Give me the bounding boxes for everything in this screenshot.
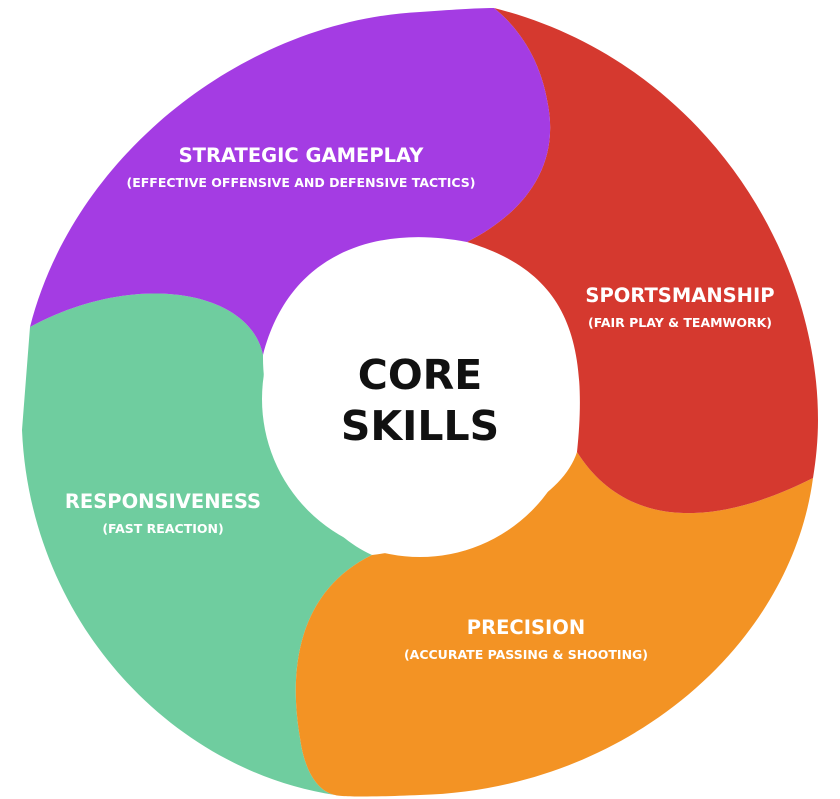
- responsiveness-title: RESPONSIVENESS: [65, 490, 261, 513]
- sportsmanship-title: SPORTSMANSHIP: [585, 284, 774, 307]
- precision-title: PRECISION: [467, 616, 585, 639]
- segment-responsiveness: [22, 293, 372, 795]
- core-label-line2: SKILLS: [341, 402, 499, 450]
- precision-subtitle: (ACCURATE PASSING & SHOOTING): [404, 647, 648, 662]
- responsiveness-subtitle: (FAST REACTION): [102, 521, 223, 536]
- segment-sportsmanship: [467, 8, 818, 514]
- center-circle: [262, 241, 578, 557]
- segment-precision: [295, 452, 814, 797]
- strategic-gameplay-subtitle: (EFFECTIVE OFFENSIVE AND DEFENSIVE TACTI…: [127, 175, 476, 190]
- segment-strategic-gameplay: [30, 8, 551, 355]
- strategic-gameplay-title: STRATEGIC GAMEPLAY: [179, 144, 425, 167]
- core-label-line1: CORE: [358, 351, 483, 399]
- sportsmanship-subtitle: (FAIR PLAY & TEAMWORK): [588, 315, 772, 330]
